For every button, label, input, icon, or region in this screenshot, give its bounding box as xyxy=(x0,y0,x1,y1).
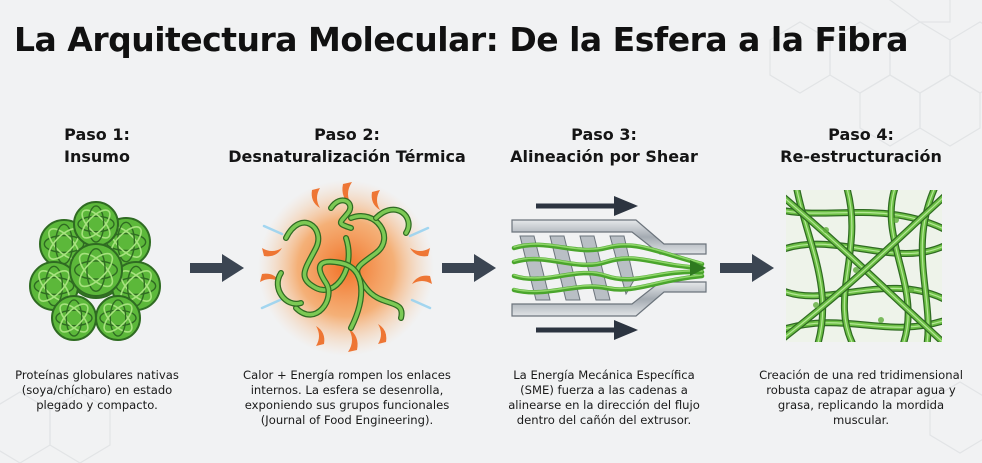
arrow-step2-to-step3 xyxy=(442,254,496,282)
globular-protein-cluster-icon xyxy=(29,201,161,341)
heat-denaturation-icon xyxy=(258,180,434,356)
arrow-step1-to-step2 xyxy=(190,254,244,282)
arrow-step3-to-step4 xyxy=(720,254,774,282)
step-4-name: Re-estructuración xyxy=(780,147,942,166)
step-2-description: Calor + Energía rompen los enlaces inter… xyxy=(243,368,451,427)
page-title: La Arquitectura Molecular: De la Esfera … xyxy=(14,20,908,59)
step-3-label: Paso 3: xyxy=(571,125,637,144)
step-2-label: Paso 2: xyxy=(314,125,380,144)
step-4-label: Paso 4: xyxy=(828,125,894,144)
step-4-description: Creación de una red tridimensional robus… xyxy=(759,368,963,427)
step-1-description: Proteínas globulares nativas (soya/chích… xyxy=(15,368,179,412)
step-2-name: Desnaturalización Térmica xyxy=(228,147,466,166)
step-3-description: La Energía Mecánica Específica (SME) fue… xyxy=(508,368,700,427)
fibrous-network-icon xyxy=(786,190,942,342)
step-1-label: Paso 1: xyxy=(64,125,130,144)
step-3-name: Alineación por Shear xyxy=(510,147,698,166)
step-1-name: Insumo xyxy=(64,147,130,166)
extruder-shear-alignment-icon xyxy=(511,196,707,340)
